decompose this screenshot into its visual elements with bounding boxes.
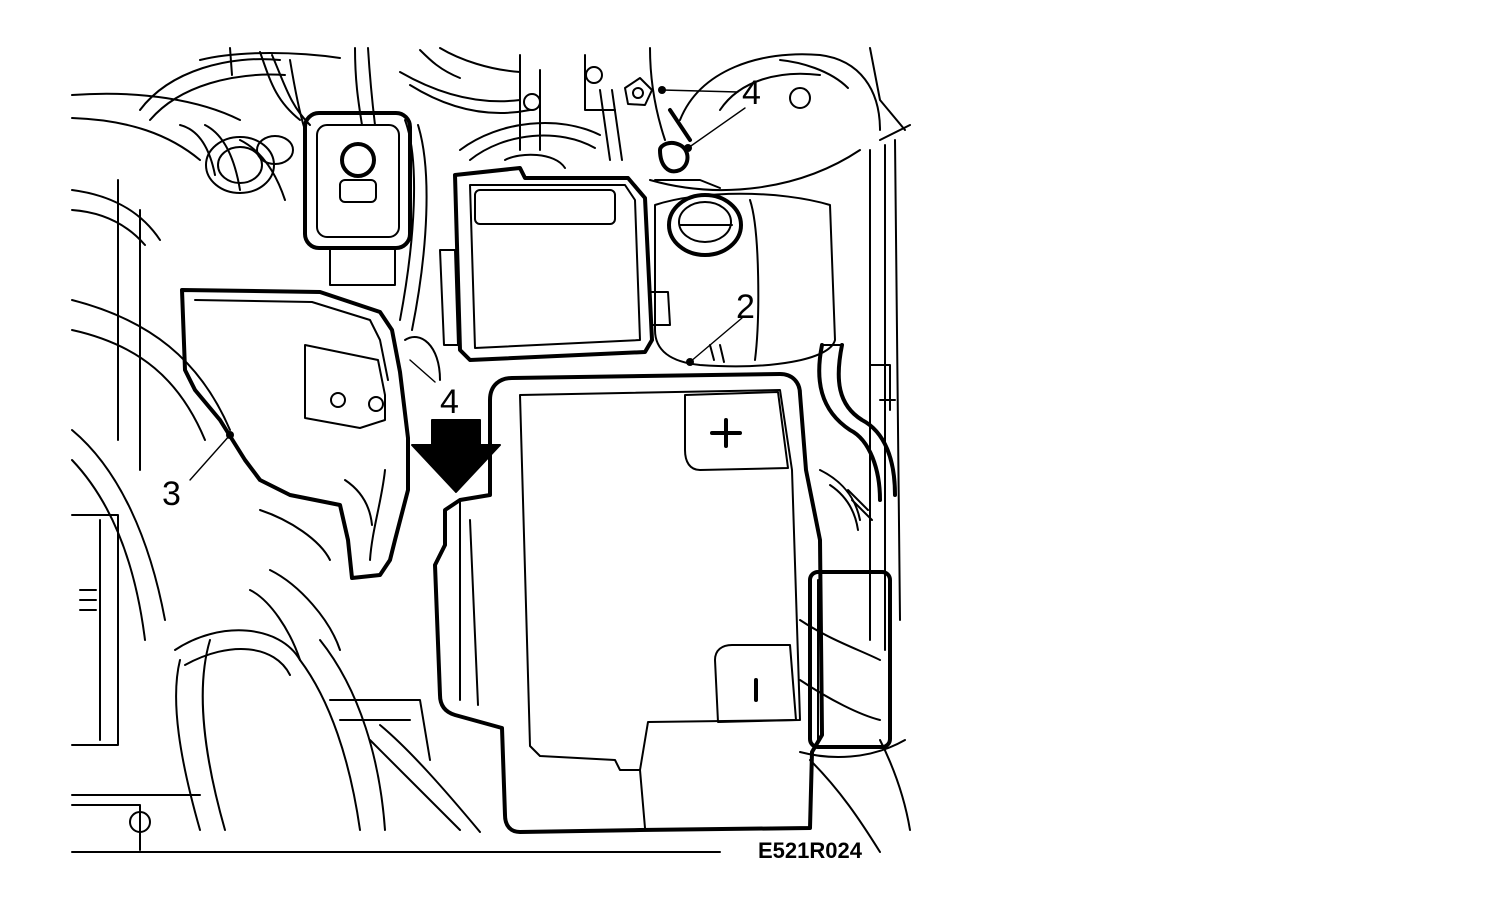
positive-terminal-symbol: + <box>726 437 727 439</box>
figure-code: E521R024 <box>758 838 863 863</box>
downward-arrow-icon <box>411 419 501 493</box>
callout-leaders <box>189 86 746 481</box>
callout-4-top: 4 <box>742 74 761 112</box>
engine-bay-linework <box>71 47 911 853</box>
callout-3: 3 <box>162 475 181 513</box>
negative-terminal-symbol: − <box>756 689 757 691</box>
air-duct-part-3 <box>180 288 441 580</box>
callout-2: 2 <box>736 288 755 326</box>
battery: + − <box>433 372 824 834</box>
callout-4-lower: 4 <box>440 383 459 421</box>
